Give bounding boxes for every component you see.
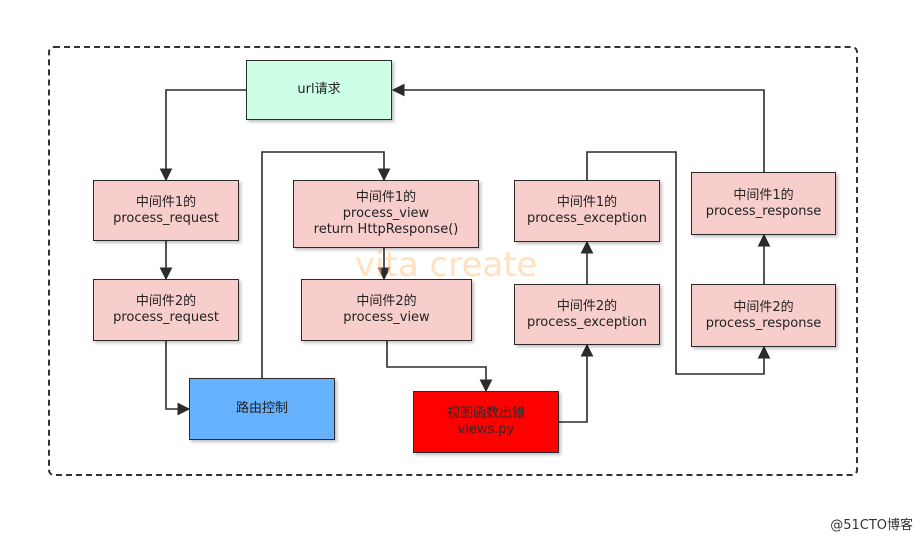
node-routing: 路由控制 xyxy=(189,378,335,440)
node-label: 中间件2的 xyxy=(135,294,197,309)
node-label: 中间件1的 xyxy=(355,190,417,205)
node-mw1-process-response: 中间件1的 process_response xyxy=(691,172,836,235)
node-label: process_request xyxy=(113,310,219,325)
node-mw2-process-request: 中间件2的 process_request xyxy=(93,279,239,341)
node-mw2-process-view: 中间件2的 process_view xyxy=(301,279,472,341)
node-label: 中间件2的 xyxy=(356,294,417,309)
container-frame xyxy=(48,46,858,476)
node-label: url请求 xyxy=(297,82,341,97)
node-label: 中间件1的 xyxy=(135,194,197,210)
node-mw2-process-response: 中间件2的 process_response xyxy=(691,284,836,347)
edge-view-function-to-mw2-exception xyxy=(559,343,594,423)
node-label: process_exception xyxy=(527,314,647,330)
node-label: process_response xyxy=(705,315,822,331)
node-url-request: url请求 xyxy=(246,60,392,120)
node-label: 路由控制 xyxy=(235,401,288,416)
node-mw1-process-view: 中间件1的 process_view return HttpResponse() xyxy=(293,180,479,248)
node-mw2-process-exception: 中间件2的 process_exception xyxy=(514,284,660,345)
node-view-function: 视图函数出错 views.py xyxy=(413,391,559,453)
node-label: process_view xyxy=(342,206,430,221)
node-mw1-process-request: 中间件1的 process_request xyxy=(93,180,239,241)
edge-mw2-view-to-view-function xyxy=(386,341,493,393)
node-label: process_request xyxy=(113,210,219,226)
node-label: return HttpResponse() xyxy=(313,222,459,237)
edge-mw2-request-to-routing xyxy=(165,341,191,416)
node-label: process_response xyxy=(705,203,822,219)
node-mw1-process-exception: 中间件1的 process_exception xyxy=(514,180,660,242)
edge-mw1-response-to-url xyxy=(391,83,765,172)
node-label: views.py xyxy=(457,422,515,437)
node-label: 中间件2的 xyxy=(556,298,618,314)
edge-routing-to-mw1-view xyxy=(261,151,391,378)
node-label: 视图函数出错 xyxy=(446,406,525,421)
node-label: 中间件1的 xyxy=(733,187,794,203)
edge-mw1-exception-to-mw2-response xyxy=(586,151,771,375)
node-label: process_view xyxy=(343,310,430,325)
node-label: 中间件2的 xyxy=(733,299,794,315)
node-label: process_exception xyxy=(527,211,647,226)
site-credit: @51CTO博客 xyxy=(830,518,913,533)
edge-url-to-mw1-request xyxy=(159,89,246,182)
node-label: 中间件1的 xyxy=(556,195,618,210)
